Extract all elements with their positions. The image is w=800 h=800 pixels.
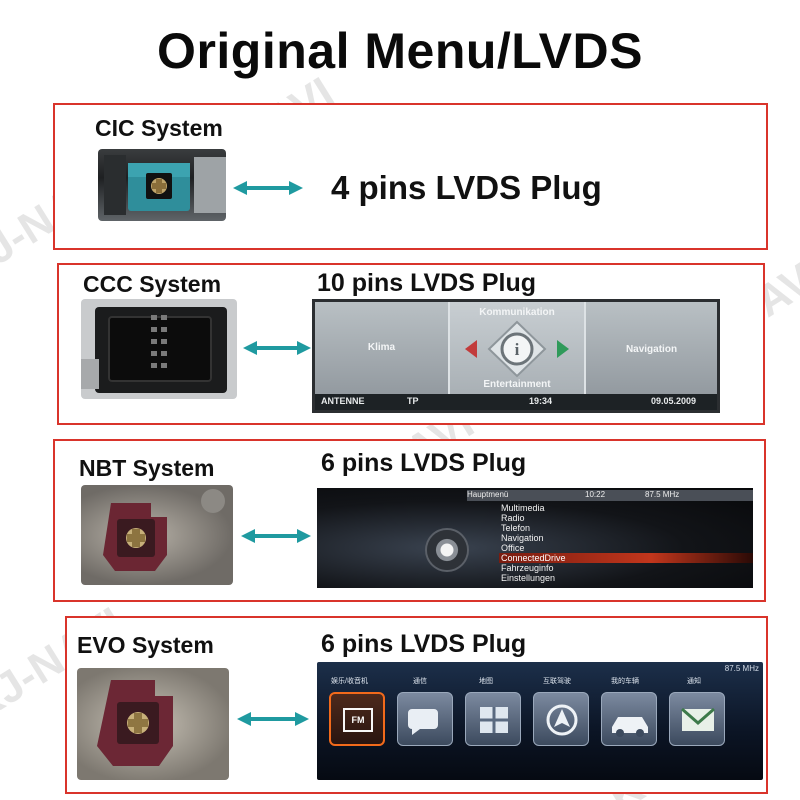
system-label: NBT System — [79, 455, 215, 481]
panel-cic: CIC System 4 pins LVDS Plug — [53, 103, 768, 250]
nbt-radio: 87.5 MHz — [645, 490, 680, 499]
menu-kommunikation: Kommunikation — [479, 307, 555, 318]
nbt-time: 10:22 — [585, 490, 606, 499]
menu-item: Multimedia — [501, 503, 545, 513]
tile-label: 我的车辆 — [611, 678, 639, 685]
arrow-icon — [237, 712, 309, 726]
tile-label: 娱乐/收音机 — [331, 678, 368, 685]
tile-connected — [533, 692, 589, 746]
plug-label: 6 pins LVDS Plug — [321, 630, 527, 658]
status-date: 09.05.2009 — [651, 396, 697, 406]
tile-label: 通知 — [687, 678, 701, 685]
plug-label: 10 pins LVDS Plug — [317, 269, 537, 297]
plug-label: 4 pins LVDS Plug — [331, 169, 602, 206]
tile-communication — [397, 692, 453, 746]
menu-navigation: Navigation — [625, 344, 678, 355]
nbt-connector-photo — [81, 485, 233, 585]
cic-connector-photo — [98, 149, 226, 221]
tile-label: 地图 — [479, 678, 493, 685]
menu-item: Fahrzeuginfo — [501, 563, 554, 573]
status-antenne: ANTENNE — [321, 396, 365, 406]
phone-icon — [408, 709, 438, 735]
car-icon — [612, 717, 648, 737]
evo-frequency: 87.5 MHz — [724, 664, 759, 673]
tile-notifications — [669, 692, 725, 746]
ccc-idrive-screen: Kommunikation Klima Navigation Entertain… — [312, 299, 720, 413]
menu-klima: Klima — [367, 342, 396, 353]
map-icon — [480, 707, 508, 733]
nbt-top-bar: Hauptmenü 10:22 87.5 MHz — [467, 490, 753, 501]
bmw-logo-icon — [427, 530, 467, 570]
mail-icon — [681, 707, 715, 731]
system-label: CCC System — [83, 271, 222, 297]
menu-item: Navigation — [501, 533, 544, 543]
tile-label: 通信 — [413, 678, 427, 685]
menu-item: Telefon — [501, 523, 531, 533]
panel-evo: EVO System 6 pins LVDS Plug 87.5 MHz 娱乐/… — [65, 616, 768, 794]
svg-text:i: i — [515, 340, 520, 359]
tile-map — [465, 692, 521, 746]
plug-label: 6 pins LVDS Plug — [321, 449, 527, 477]
tile-my-vehicle — [601, 692, 657, 746]
ccc-status-bar: ANTENNE TP 19:34 09.05.2009 — [315, 394, 717, 410]
status-tp: TP — [407, 396, 419, 406]
evo-screen: 87.5 MHz 娱乐/收音机 FM 通信 地图 互联驾驶 我的车 — [317, 662, 763, 780]
nbt-header: Hauptmenü — [467, 490, 509, 499]
menu-entertainment: Entertainment — [483, 379, 551, 390]
ccc-connector-photo — [81, 299, 237, 399]
evo-connector-photo — [77, 668, 229, 780]
menu-item-selected: ConnectedDrive — [499, 553, 753, 563]
fm-icon: FM — [343, 708, 373, 732]
arrow-icon — [241, 529, 311, 543]
idrive-controller-icon: i — [465, 320, 569, 378]
tile-media-radio: FM — [329, 692, 385, 746]
arrow-icon — [233, 181, 303, 195]
system-label: EVO System — [77, 632, 214, 658]
menu-item: Radio — [501, 513, 525, 523]
nbt-screen: Hauptmenü 10:22 87.5 MHz Multimedia Radi… — [317, 488, 753, 588]
tile-label: 互联驾驶 — [543, 678, 571, 685]
panel-ccc: CCC System 10 pins LVDS Plug Kommunikati… — [57, 263, 765, 425]
menu-item: Einstellungen — [501, 573, 556, 583]
connected-drive-icon — [546, 704, 578, 736]
arrow-icon — [243, 341, 311, 355]
status-time: 19:34 — [529, 396, 553, 406]
menu-item: Office — [501, 543, 525, 553]
nbt-main-menu: Multimedia Radio Telefon Navigation Offi… — [499, 503, 753, 583]
panel-nbt: NBT System 6 pins LVDS Plug Hauptmenü 10… — [53, 439, 766, 602]
page-title: Original Menu/LVDS — [157, 23, 643, 79]
system-label: CIC System — [95, 115, 223, 141]
